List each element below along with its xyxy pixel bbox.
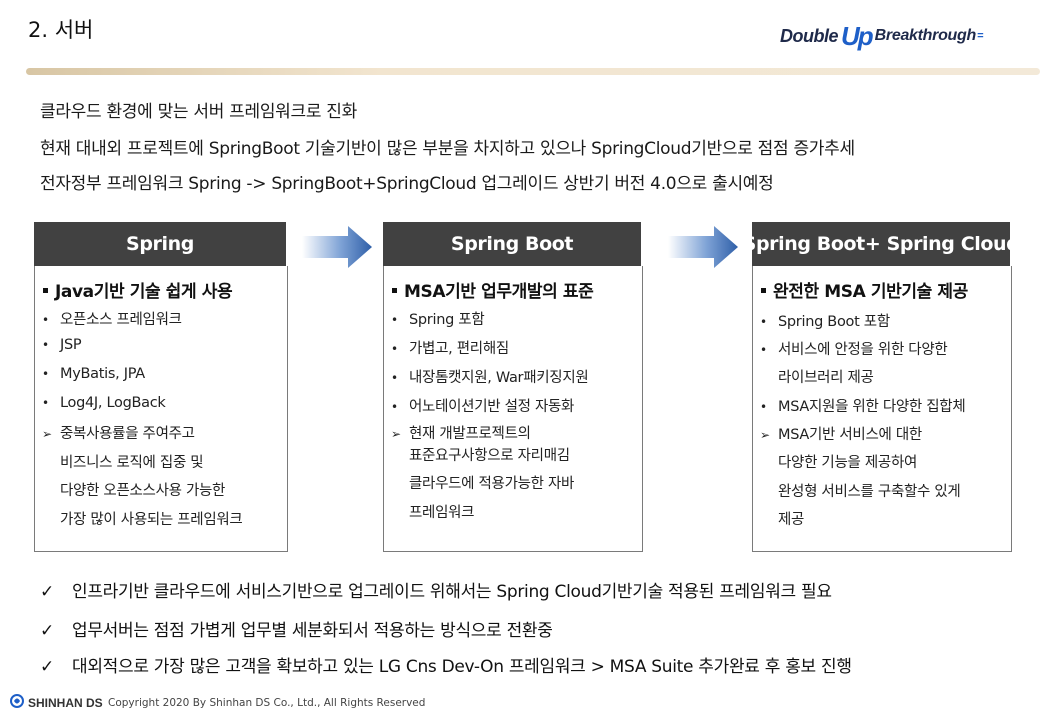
box-spring [34, 266, 288, 552]
logo-word-1: Double [780, 25, 839, 46]
list-item: •Spring Boot 포함 [760, 314, 890, 330]
list-item: ➢중복사용률을 주여주고 [42, 426, 195, 442]
list-item: 클라우드에 적용가능한 자바 [409, 476, 575, 492]
square-bullet-icon [761, 287, 766, 293]
right-arrow-icon [668, 226, 738, 268]
list-item: 비즈니스 로직에 집중 및 [60, 455, 204, 471]
footer-brand-name: SHINHAN DS [28, 696, 103, 710]
list-item: •MSA지원을 위한 다양한 집합체 [760, 399, 966, 415]
check-item: ✓대외적으로 가장 많은 고객을 확보하고 있는 LG Cns Dev-On 프… [40, 657, 852, 677]
list-item: •오픈소스 프레임워크 [42, 312, 182, 328]
square-bullet-icon [43, 287, 48, 293]
list-item: •Log4J, LogBack [42, 395, 166, 411]
list-item: ➢MSA기반 서비스에 대한 [760, 427, 922, 443]
intro-line-1: 클라우드 환경에 맞는 서버 프레임워크로 진화 [40, 102, 357, 122]
box-spring-cloud [752, 266, 1012, 552]
list-item: 완성형 서비스를 구축할수 있게 [778, 484, 961, 500]
list-item: •MyBatis, JPA [42, 366, 145, 382]
list-item: •내장톰캣지원, War패키징지원 [391, 370, 589, 386]
checkmark-icon: ✓ [40, 657, 54, 677]
box-spring-boot-title: MSA기반 업무개발의 표준 [392, 277, 594, 302]
intro-line-3: 전자정부 프레임워크 Spring -> SpringBoot+SpringCl… [40, 174, 774, 194]
checkmark-icon: ✓ [40, 621, 54, 641]
list-item: •가볍고, 편리해짐 [391, 341, 509, 357]
list-item: 제공 [778, 512, 805, 528]
copyright-text: Copyright 2020 By Shinhan DS Co., Ltd., … [108, 697, 426, 709]
box-header-spring-boot: Spring Boot [383, 222, 641, 266]
list-item: 프레임워크 [409, 505, 475, 521]
list-item: 라이브러리 제공 [778, 370, 874, 386]
right-arrow-icon [302, 226, 372, 268]
list-item: 다양한 기능을 제공하여 [778, 455, 918, 471]
list-item: •Spring 포함 [391, 312, 485, 328]
page-title: 2. 서버 [28, 18, 94, 42]
logo-word-2: Breakthrough [874, 27, 977, 44]
box-spring-boot [383, 266, 643, 552]
box-header-spring-cloud: Spring Boot+ Spring Cloud [743, 222, 1020, 266]
footer-brand: SHINHAN DS [10, 694, 103, 712]
box-header-spring: Spring [34, 222, 286, 266]
list-item: •서비스에 안정을 위한 다양한 [760, 342, 948, 358]
list-item: 표준요구사항으로 자리매김 [409, 448, 570, 464]
list-item: •어노테이션기반 설정 자동화 [391, 399, 575, 415]
check-item: ✓업무서버는 점점 가볍게 업무별 세분화되서 적용하는 방식으로 전환중 [40, 621, 553, 641]
checkmark-icon: ✓ [40, 582, 54, 602]
box-spring-title: Java기반 기술 쉽게 사용 [43, 277, 233, 302]
list-item: ➢현재 개발프로젝트의 [391, 426, 531, 442]
box-spring-cloud-title: 완전한 MSA 기반기술 제공 [761, 277, 968, 302]
logo-up-mark: Up [841, 20, 874, 51]
brand-logo: Double Up Breakthrough = [780, 20, 983, 52]
list-item: 가장 많이 사용되는 프레임워크 [60, 512, 243, 528]
list-item: •JSP [42, 337, 82, 353]
logo-tail: = [976, 30, 984, 42]
check-item: ✓인프라기반 클라우드에 서비스기반으로 업그레이드 위해서는 Spring C… [40, 582, 832, 602]
square-bullet-icon [392, 287, 397, 293]
header-divider [26, 68, 1040, 75]
list-item: 다양한 오픈소스사용 가능한 [60, 483, 226, 499]
shinhan-logo-icon [10, 694, 24, 712]
intro-line-2: 현재 대내외 프로젝트에 SpringBoot 기술기반이 많은 부분을 차지하… [40, 139, 855, 159]
